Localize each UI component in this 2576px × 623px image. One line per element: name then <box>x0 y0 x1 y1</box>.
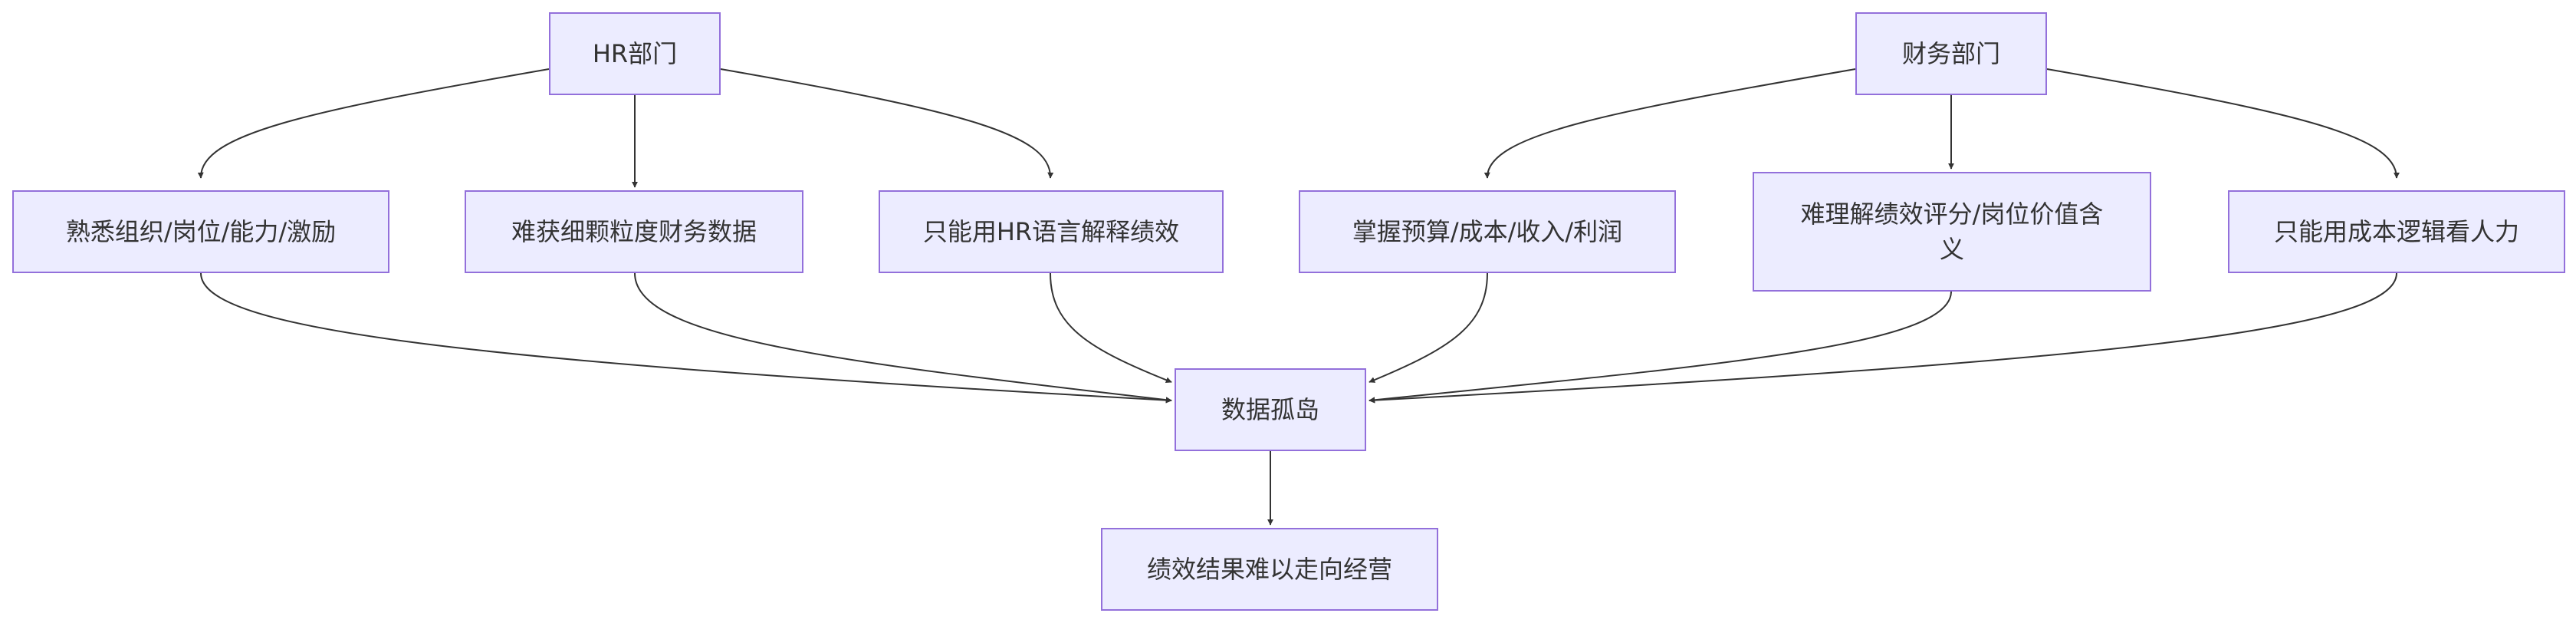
node-label: 绩效结果难以走向经营 <box>1146 555 1392 584</box>
node-label: 只能用成本逻辑看人力 <box>2273 217 2519 246</box>
edge-hr-2-to-silo <box>634 272 1172 404</box>
node-hr-department: HR部门 <box>549 12 721 95</box>
edge-hr-to-hr-1 <box>197 68 550 179</box>
edge-hr-to-hr-3 <box>720 68 1054 179</box>
node-finance-masters-budget: 掌握预算/成本/收入/利润 <box>1299 190 1676 273</box>
edge-hr-3-to-silo <box>1050 272 1172 384</box>
node-label: 掌握预算/成本/收入/利润 <box>1352 217 1623 246</box>
node-label: 数据孤岛 <box>1221 395 1319 424</box>
node-finance-cost-logic-only: 只能用成本逻辑看人力 <box>2228 190 2565 273</box>
edge-finance-to-fin-1 <box>1484 68 1856 179</box>
edge-finance-to-fin-3 <box>2046 68 2400 179</box>
edge-fin-3-to-silo <box>1368 272 2397 404</box>
node-label: 难理解绩效评分/岗位价值含义 <box>1800 199 2104 264</box>
node-label: HR部门 <box>592 39 678 68</box>
node-label: 难获细颗粒度财务数据 <box>511 217 757 246</box>
node-finance-department: 财务部门 <box>1855 12 2047 95</box>
node-hr-lacks-finance-data: 难获细颗粒度财务数据 <box>465 190 803 273</box>
node-result: 绩效结果难以走向经营 <box>1101 528 1438 611</box>
node-data-silo: 数据孤岛 <box>1175 368 1366 451</box>
edge-fin-1-to-silo <box>1368 272 1488 383</box>
edge-hr-1-to-silo <box>200 272 1172 404</box>
node-hr-familiar-org: 熟悉组织/岗位/能力/激励 <box>12 190 389 273</box>
node-label: 财务部门 <box>1901 39 2000 68</box>
node-label: 熟悉组织/岗位/能力/激励 <box>65 217 337 246</box>
edge-fin-2-to-silo <box>1368 291 1952 404</box>
node-finance-hard-to-understand: 难理解绩效评分/岗位价值含义 <box>1753 172 2151 292</box>
node-label: 只能用HR语言解释绩效 <box>922 217 1180 246</box>
node-hr-language-only: 只能用HR语言解释绩效 <box>879 190 1224 273</box>
